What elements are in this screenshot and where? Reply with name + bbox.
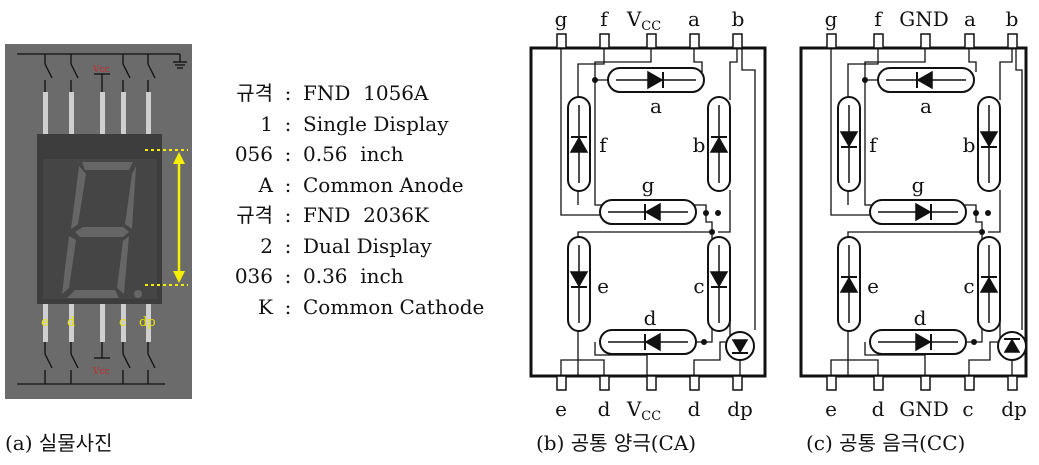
spec-value: Dual Display: [303, 233, 432, 258]
cc-top-pin-a: a: [964, 7, 976, 31]
cc-label-c: c: [963, 274, 974, 298]
top-pins: [43, 92, 151, 140]
cc-bottom-pin-gnd: GND: [899, 397, 949, 420]
ca-top-pin-a: a: [688, 7, 700, 31]
ca-bottom-pin-d: d: [598, 397, 611, 420]
spec-separator: :: [284, 172, 292, 197]
cc-top-pin-g: g: [825, 7, 838, 31]
photo-pin-d: d: [67, 315, 75, 330]
cc-top-pin-b: b: [1006, 7, 1019, 31]
ca-bottom-pin-vcc: VCC: [626, 397, 661, 420]
ca-top-pin-f: f: [600, 7, 609, 31]
ca-bottom-pin-dp: dp: [727, 397, 753, 420]
spec-separator: :: [284, 233, 292, 258]
cc-label-a: a: [920, 94, 932, 118]
spec-key: 2: [260, 233, 273, 258]
caption-b: (b) 공통 양극(CA): [536, 431, 697, 455]
bottom-pins: [43, 304, 151, 342]
photo-top-vcc: Vcc: [92, 65, 110, 75]
ca-top-pin-b: b: [732, 7, 745, 31]
spec-key: A: [258, 172, 273, 197]
spec-key: 규격: [236, 81, 273, 105]
ca-top-pin-g: g: [555, 7, 568, 31]
ca-label-d: d: [644, 306, 657, 330]
spec-key: 036: [234, 264, 273, 288]
spec-row: A: Common Anode: [207, 170, 507, 201]
seven-segment-digit: [62, 162, 142, 298]
spec-key: 규격: [236, 203, 273, 227]
ca-label-a: a: [650, 94, 662, 118]
spec-value: 0.36 inch: [303, 264, 404, 288]
ca-label-f: f: [599, 133, 608, 157]
cc-label-f: f: [869, 133, 878, 157]
cc-top-pin-f: f: [874, 7, 883, 31]
spec-key: K: [258, 294, 273, 319]
spec-row: K: Common Cathode: [207, 292, 507, 323]
spec-value: Common Cathode: [303, 294, 485, 319]
ca-label-g: g: [642, 173, 655, 197]
spec-key: 1: [260, 111, 273, 136]
ca-bottom-pin-d2: d: [688, 397, 701, 420]
cc-package-outline: [799, 46, 1028, 378]
spec-separator: :: [284, 203, 292, 227]
caption-c: (c) 공통 음극(CC): [806, 431, 966, 455]
spec-value: Single Display: [303, 111, 449, 136]
fnd-photo-drawing: Vcc g f a b: [5, 44, 192, 399]
cc-label-g: g: [912, 173, 925, 197]
cc-bottom-pin-dp: dp: [1001, 397, 1027, 420]
common-cathode-diagram: g f GND a b e d GND c dp: [799, 7, 1028, 420]
spec-row: 036:0.36 inch: [207, 261, 507, 292]
spec-row: 규격: FND 2036K: [207, 200, 507, 231]
photo-pin-dp: dp: [139, 315, 156, 330]
common-anode-diagram: g f VCC a b e d VCC d dp: [529, 7, 767, 420]
height-dimension: [145, 149, 188, 286]
ca-label-c: c: [693, 274, 704, 298]
spec-value: FND 2036K: [303, 203, 429, 227]
cc-top-pin-gnd: GND: [899, 7, 949, 31]
spec-key: 056: [234, 142, 273, 166]
ca-label-e: e: [597, 274, 609, 298]
cc-bottom-pin-e: e: [825, 397, 837, 420]
fnd-photo: Vcc g f a b: [5, 44, 192, 399]
cc-label-d: d: [914, 306, 927, 330]
bottom-switch-wiring: [17, 342, 165, 385]
photo-pin-e: e: [41, 315, 49, 330]
cc-label-b: b: [963, 133, 976, 157]
spec-value: 0.56 inch: [303, 142, 404, 166]
spec-separator: :: [284, 111, 292, 136]
spec-separator: :: [284, 264, 292, 288]
spec-value: FND 1056A: [303, 81, 429, 105]
spec-row: 1: Single Display: [207, 109, 507, 140]
cc-label-e: e: [867, 274, 879, 298]
spec-row: 규격: FND 1056A: [207, 78, 507, 109]
spec-separator: :: [284, 142, 292, 166]
photo-pin-c: c: [119, 315, 126, 330]
spec-separator: :: [284, 81, 292, 105]
spec-value: Common Anode: [303, 172, 464, 197]
spec-row: 2: Dual Display: [207, 231, 507, 262]
ca-bottom-pin-e: e: [555, 397, 567, 420]
cc-bottom-pin-c: c: [962, 397, 973, 420]
photo-bottom-vcc: Vcc: [92, 367, 110, 377]
spec-separator: :: [284, 294, 292, 319]
ca-label-b: b: [693, 133, 706, 157]
cc-bottom-pin-d: d: [872, 397, 885, 420]
spec-row: 056:0.56 inch: [207, 139, 507, 170]
caption-a: (a) 실물사진: [5, 431, 113, 455]
ca-top-pin-vcc: VCC: [626, 7, 661, 34]
top-switch-wiring: [17, 53, 187, 92]
